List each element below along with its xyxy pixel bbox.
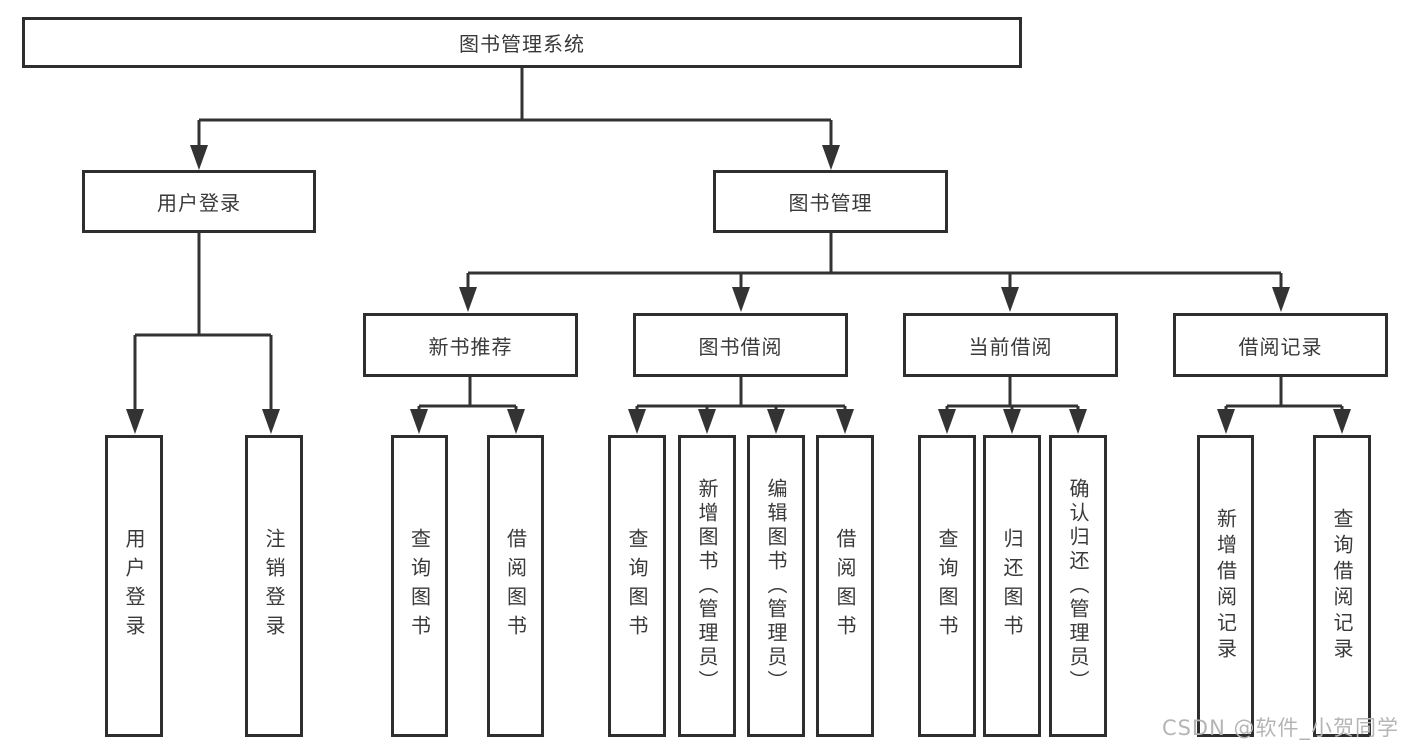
leaf-user-login: 用户登录 xyxy=(105,435,163,737)
leaf-edit-book-admin: 编辑图书（管理员） xyxy=(747,435,805,737)
leaf-borrow-books-recommend: 借阅图书 xyxy=(487,435,544,737)
arrowhead-icon xyxy=(1333,409,1351,434)
arrowhead-icon xyxy=(459,287,477,312)
leaf-borrow-books-borrow: 借阅图书 xyxy=(816,435,874,737)
leaf-query-books-current: 查询图书 xyxy=(918,435,976,737)
leaf-add-borrow-record: 新增借阅记录 xyxy=(1197,435,1254,737)
node-new-book-recommend: 新书推荐 xyxy=(363,313,578,377)
arrowhead-icon xyxy=(126,409,144,434)
node-book-borrow: 图书借阅 xyxy=(633,313,848,377)
arrowhead-icon xyxy=(836,409,854,434)
arrowhead-icon xyxy=(507,409,525,434)
leaf-confirm-return-admin: 确认归还（管理员） xyxy=(1049,435,1107,737)
arrowhead-icon xyxy=(1001,287,1019,312)
connector-borrow-records-to-leaves xyxy=(1217,377,1351,434)
node-current-borrow: 当前借阅 xyxy=(903,313,1118,377)
leaf-add-book-admin: 新增图书（管理员） xyxy=(678,435,736,737)
arrowhead-icon xyxy=(410,409,428,434)
arrowhead-icon xyxy=(938,409,956,434)
arrowhead-icon xyxy=(1003,409,1021,434)
arrowhead-icon xyxy=(1217,409,1235,434)
arrowhead-icon xyxy=(1272,287,1290,312)
arrowhead-icon xyxy=(262,409,280,434)
connector-current-borrow-to-leaves xyxy=(938,377,1087,434)
node-borrow-records: 借阅记录 xyxy=(1173,313,1388,377)
watermark: CSDN @软件_小贺同学 xyxy=(1161,716,1399,740)
arrowhead-icon xyxy=(822,145,840,170)
arrowhead-icon xyxy=(1069,409,1087,434)
node-book-management: 图书管理 xyxy=(713,170,948,233)
arrowhead-icon xyxy=(767,409,785,434)
connector-new-book-to-leaves xyxy=(410,377,525,434)
leaf-query-books-recommend: 查询图书 xyxy=(391,435,448,737)
leaf-query-books-borrow: 查询图书 xyxy=(608,435,666,737)
connector-book-borrow-to-leaves xyxy=(628,377,854,434)
leaf-return-book: 归还图书 xyxy=(983,435,1041,737)
arrowhead-icon xyxy=(698,409,716,434)
node-library-system: 图书管理系统 xyxy=(22,17,1022,68)
leaf-query-borrow-record: 查询借阅记录 xyxy=(1313,435,1371,737)
node-user-login: 用户登录 xyxy=(82,170,316,233)
connector-root-to-branches xyxy=(190,68,840,170)
arrowhead-icon xyxy=(628,409,646,434)
leaf-logout: 注销登录 xyxy=(245,435,303,737)
connector-user-login-to-leaves xyxy=(126,233,280,434)
connector-book-management-to-modules xyxy=(459,233,1290,312)
arrowhead-icon xyxy=(190,145,208,170)
arrowhead-icon xyxy=(732,287,750,312)
